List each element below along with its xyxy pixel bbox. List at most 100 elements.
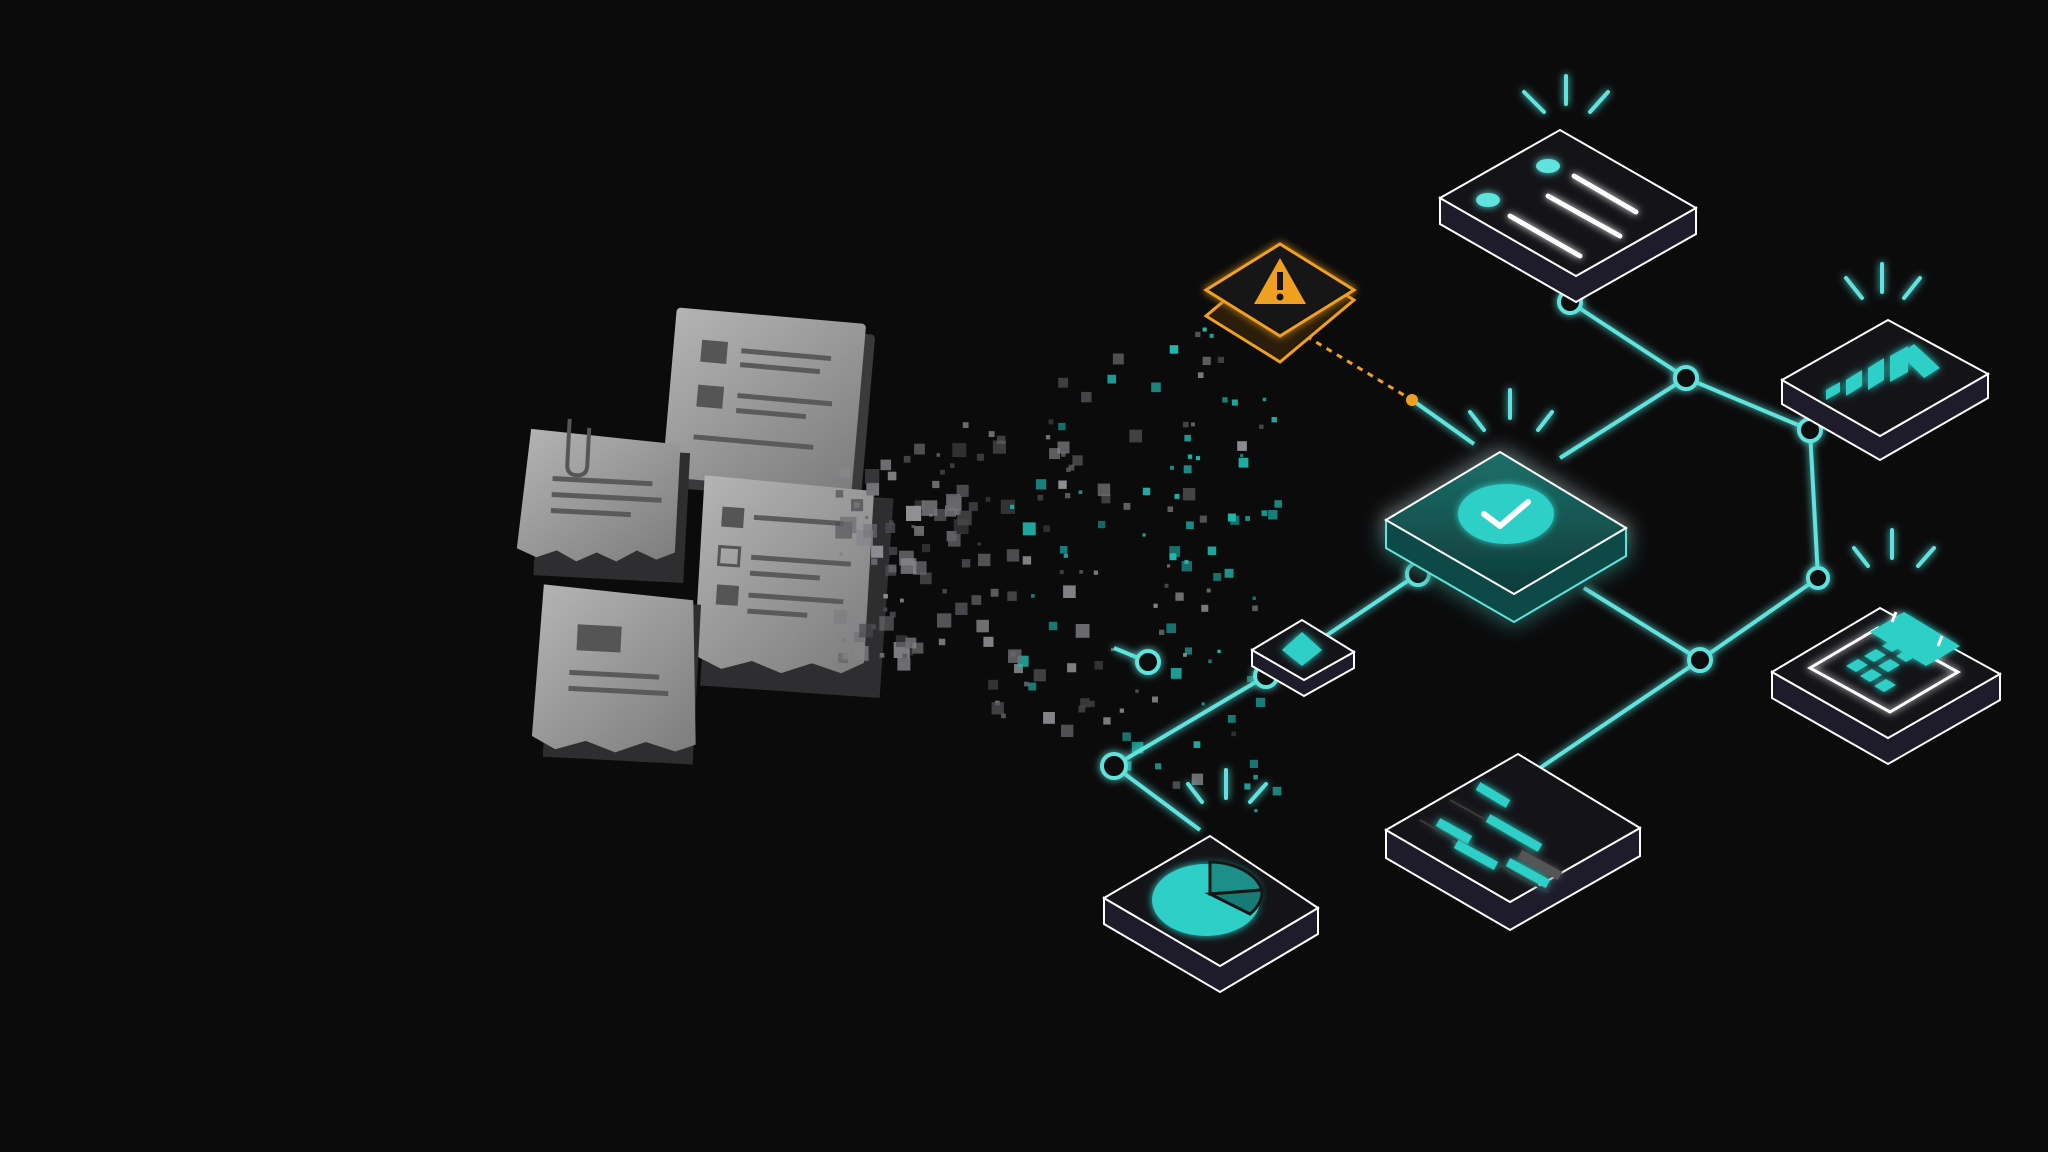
pixel-particle: [1007, 591, 1017, 601]
pixel-particle: [900, 598, 904, 603]
pixel-particle: [921, 500, 938, 516]
calendar-tile: [1770, 528, 2003, 766]
line-bars-to-calendar: [1808, 429, 1820, 579]
pixel-particle: [976, 453, 984, 461]
pixel-particle: [1006, 549, 1020, 562]
pixel-particle: [900, 558, 917, 574]
pixel-particle: [945, 505, 957, 517]
pixel-particle: [865, 469, 880, 484]
pixel-particle: [955, 602, 968, 615]
pixel-particle: [1208, 659, 1212, 663]
pixel-particle: [1043, 712, 1055, 724]
pixel-particle: [842, 638, 846, 642]
pixel-particle: [1061, 452, 1066, 457]
pixel-particle: [1093, 570, 1099, 575]
pixel-particle: [937, 613, 952, 628]
pixel-particle: [938, 638, 946, 646]
warning-icon: [1254, 258, 1306, 304]
pixel-particle: [895, 635, 908, 648]
pixel-particle: [1063, 553, 1068, 558]
pixel-particle: [1058, 422, 1066, 431]
pixel-particle: [1059, 546, 1068, 554]
pixel-particle: [1191, 773, 1204, 785]
pixel-particle: [1202, 356, 1211, 365]
pixel-particle: [1195, 331, 1201, 338]
pixel-particle: [1206, 588, 1211, 593]
pixel-particle: [962, 422, 969, 428]
pixel-particle: [914, 526, 924, 536]
list-glow-rays: [1522, 74, 1610, 114]
list-icon: [1476, 159, 1639, 259]
pixel-particle: [1227, 513, 1236, 522]
pixel-particle: [991, 702, 1004, 715]
pixel-particle: [1169, 553, 1177, 561]
pixel-particle: [839, 552, 843, 556]
pixel-particle: [1142, 487, 1151, 496]
pixel-particle: [1274, 500, 1282, 508]
pixel-particle: [940, 469, 945, 475]
pixel-particle: [1201, 604, 1209, 612]
pixel-particle: [887, 471, 897, 481]
pixel-particle: [903, 455, 911, 463]
line-list-to-hub: [1558, 300, 1690, 460]
pixel-particle: [859, 623, 873, 638]
paper-document-middle: [694, 475, 894, 699]
pixel-particle: [1191, 422, 1195, 427]
pixel-particle: [1119, 708, 1124, 713]
node-left: [1135, 649, 1161, 675]
pixel-particle: [1237, 441, 1247, 451]
pixel-particle: [946, 531, 957, 542]
node-junction-bottom: [1687, 647, 1713, 673]
pixel-particle: [978, 553, 991, 567]
pixel-particle: [838, 596, 842, 600]
pixel-particle: [906, 505, 922, 521]
pixel-particle: [879, 653, 885, 658]
pixel-particle: [1081, 391, 1092, 403]
pixel-particle: [889, 546, 898, 555]
warning-dashed-line: [1305, 334, 1413, 402]
pixel-particle: [1183, 421, 1189, 428]
pixel-particle: [1247, 676, 1253, 682]
node-pie: [1100, 752, 1128, 780]
pixel-particle: [1187, 454, 1193, 459]
pixel-particle: [854, 502, 860, 508]
pixel-particle: [1063, 585, 1076, 598]
pixel-particle: [1035, 479, 1047, 490]
pixel-particle: [988, 431, 995, 437]
pixel-particle: [1131, 741, 1144, 754]
pixel-particle: [990, 588, 999, 597]
pixel-particle: [885, 523, 896, 533]
pixel-particle: [1094, 661, 1103, 670]
pixel-particle: [1227, 715, 1236, 723]
pixel-particle: [1245, 516, 1250, 521]
pixel-particle: [1079, 570, 1083, 574]
pixel-particle: [871, 558, 878, 565]
pixel-particle: [1072, 455, 1083, 466]
pixel-particle: [879, 616, 894, 631]
pixel-particle: [1268, 510, 1278, 520]
pixel-particle: [1088, 700, 1095, 707]
pixel-particle: [880, 459, 892, 471]
pixel-particle: [1175, 592, 1184, 601]
pixel-particle: [1123, 502, 1131, 510]
pixel-particle: [1017, 655, 1029, 667]
pixel-particle: [889, 611, 896, 618]
pixel-particle: [1255, 697, 1266, 707]
pixel-particle: [1197, 372, 1204, 378]
pixel-particle: [1272, 786, 1282, 796]
pixel-particle: [1014, 664, 1023, 674]
pixel-particle: [1061, 724, 1074, 737]
pixel-particle: [1000, 499, 1015, 514]
pixel-particle: [1024, 681, 1029, 687]
pixel-particle: [932, 480, 940, 489]
pixel-particle: [1129, 429, 1143, 443]
pixel-particle: [1181, 561, 1192, 572]
pixel-particle: [1202, 327, 1207, 332]
checkmark-icon: [1481, 499, 1531, 529]
pixel-particle: [1196, 456, 1201, 461]
pixel-particle: [871, 624, 876, 630]
pixel-particle: [950, 463, 955, 468]
pixel-particle: [1183, 465, 1192, 474]
pixel-particle: [1159, 629, 1165, 635]
